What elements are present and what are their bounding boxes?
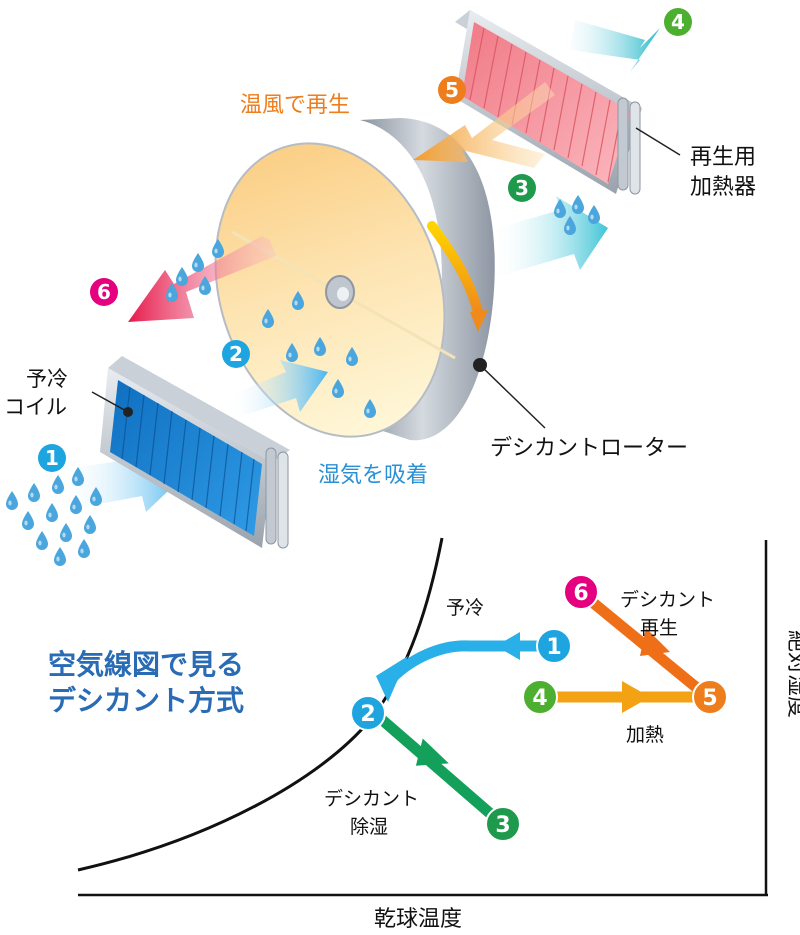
label-dehumid-line2: 除湿 <box>350 816 388 838</box>
badge-step5: 5 <box>438 76 466 104</box>
badge-step2: 2 <box>222 340 250 368</box>
arrowhead-precool-2 <box>376 656 408 702</box>
label-dehumid-line1: デシカント <box>324 788 419 810</box>
coil-leader-line <box>91 391 129 413</box>
arrowhead-regen <box>640 628 670 656</box>
arrow-step5 <box>413 82 555 168</box>
node-step6-label: 6 <box>573 581 588 606</box>
badge-step6-label: 6 <box>97 280 111 304</box>
node-step4-label: 4 <box>532 686 547 711</box>
label-regen-line2: 再生 <box>640 617 678 639</box>
badge-step6: 6 <box>90 278 118 306</box>
y-axis-label: 絶対湿度 <box>784 630 800 718</box>
rotor-leader-line <box>479 364 546 429</box>
node-step5: 5 <box>692 679 728 715</box>
top-step-badges: 4 5 3 6 2 1 <box>38 8 692 472</box>
node-step1: 1 <box>536 628 572 664</box>
badge-step4-label: 4 <box>671 10 685 34</box>
label-precool: 予冷 <box>446 597 484 619</box>
label-heat: 加熱 <box>626 724 664 746</box>
precool-label-line2: コイル <box>4 395 67 419</box>
badge-step1: 1 <box>38 444 66 472</box>
node-step4: 4 <box>522 679 558 715</box>
arrowhead-dehumid <box>415 738 449 766</box>
node-step6: 6 <box>563 574 599 610</box>
badge-step4: 4 <box>664 8 692 36</box>
regeneration-heater <box>455 10 642 195</box>
arrow-step6 <box>128 236 276 322</box>
arrowhead-precool-1 <box>496 632 520 660</box>
node-step1-label: 1 <box>546 635 561 660</box>
coil-marker <box>123 407 133 417</box>
node-step2-label: 2 <box>360 702 375 727</box>
desiccant-rotor <box>214 118 495 441</box>
precool-coil <box>100 356 290 549</box>
regen-air-label: 温風で再生 <box>240 93 350 118</box>
arrow-step2 <box>228 360 328 418</box>
arrow-step4 <box>570 20 660 72</box>
heater-label-line2: 加熱器 <box>690 175 756 200</box>
label-regen-line1: デシカント <box>620 589 715 611</box>
heater-label-line1: 再生用 <box>690 145 756 170</box>
chart-title-line1: 空気線図で見る <box>48 648 244 681</box>
badge-step3: 3 <box>508 174 536 202</box>
arrowhead-heat <box>622 681 650 713</box>
adsorb-label: 湿気を吸着 <box>318 463 428 488</box>
psychrometric-chart: 1 2 3 4 5 6 予冷 デシカント 除湿 加熱 デシカント 再生 空気線図… <box>48 537 800 932</box>
arrow-step3 <box>490 196 608 276</box>
node-step2: 2 <box>350 695 386 731</box>
rotor-label: デシカントローター <box>490 436 688 461</box>
badge-step5-label: 5 <box>445 78 459 102</box>
precool-label-line1: 予冷 <box>26 367 68 391</box>
badge-step2-label: 2 <box>229 342 243 366</box>
node-step3-label: 3 <box>495 813 510 838</box>
badge-step3-label: 3 <box>515 176 529 200</box>
badge-step1-label: 1 <box>45 446 59 470</box>
path-dehumid <box>374 712 506 828</box>
chart-title-line2: デシカント方式 <box>48 684 244 717</box>
heater-leader-line <box>635 127 681 156</box>
node-step3: 3 <box>485 806 521 842</box>
path-precool <box>386 640 558 684</box>
node-step5-label: 5 <box>702 686 717 711</box>
x-axis-label: 乾球温度 <box>374 907 462 932</box>
